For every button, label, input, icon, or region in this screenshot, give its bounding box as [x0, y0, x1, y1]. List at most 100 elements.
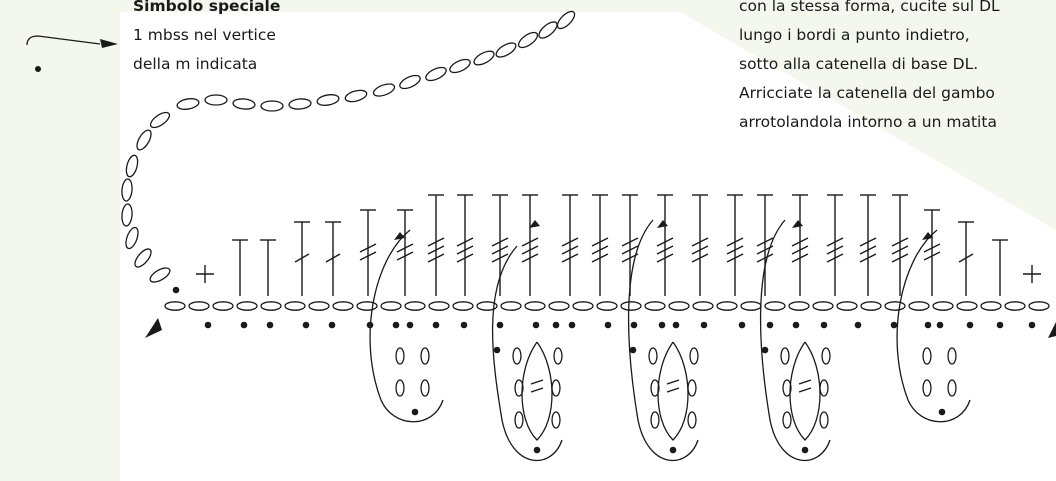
chain-stitch-symbol: [782, 411, 792, 429]
slip-stitch-symbol: [792, 321, 800, 329]
slip-stitch-symbol: [924, 321, 932, 329]
slip-stitch-symbol: [669, 446, 677, 454]
chain-stitch-symbol: [121, 203, 133, 227]
chain-stitch-symbol: [620, 301, 642, 311]
stitch-crossbar: [826, 253, 844, 263]
stitch-crossbar: [756, 253, 774, 263]
chain-stitch-symbol: [380, 301, 402, 311]
slip-stitch-symbol: [801, 446, 809, 454]
chain-stitch-symbol: [821, 347, 831, 365]
chain-stitch-symbol: [188, 301, 210, 311]
stitch-crossbar: [726, 253, 744, 263]
slip-stitch-symbol: [302, 321, 310, 329]
stitch-crossbar: [621, 237, 639, 247]
loop-arrowhead: [394, 232, 405, 240]
stitch-crossbar: [923, 251, 941, 261]
chain-stitch-symbol: [819, 379, 829, 397]
chain-stitch-symbol: [819, 411, 829, 429]
chain-stitch-symbol: [644, 301, 666, 311]
chain-stitch-symbol: [500, 301, 522, 311]
stitch-crossbar: [826, 237, 844, 247]
petal-loop-right: [896, 229, 971, 423]
petal-loop-center-3: [759, 219, 831, 462]
stitch-crossbar: [791, 237, 809, 247]
chain-stitch-symbol: [922, 347, 932, 365]
chain-stitch-symbol: [212, 301, 234, 311]
chain-stitch-symbol: [121, 178, 133, 202]
stitch-crossbar: [859, 237, 877, 247]
chain-stitch-symbol: [553, 347, 563, 365]
chain-stitch-symbol: [780, 347, 790, 365]
chain-stitch-symbol: [316, 94, 340, 106]
stitch-crossbar: [791, 253, 809, 263]
stitch-crossbar: [591, 245, 609, 255]
instructions-text: con la stessa forma, cucite sul DL lungo…: [739, 0, 1000, 137]
chain-stitch-symbol: [687, 411, 697, 429]
slip-stitch-symbol: [533, 446, 541, 454]
chain-stitch-symbol: [136, 129, 152, 151]
slip-stitch-symbol: [532, 321, 540, 329]
stitch-crossbar: [859, 245, 877, 255]
stitch-crossbar: [591, 237, 609, 247]
chain-stitch-symbol: [164, 301, 186, 311]
stitch-crossbar: [891, 253, 909, 263]
chain-stitch-symbol: [149, 267, 171, 283]
chain-stitch-symbol: [125, 154, 139, 178]
slip-stitch-symbol: [460, 321, 468, 329]
slip-stitch-symbol: [890, 321, 898, 329]
stitch-crossbar: [891, 237, 909, 247]
stitch-crossbar: [666, 387, 680, 393]
chain-stitch-symbol: [473, 50, 495, 66]
chain-stitch-symbol: [980, 301, 1002, 311]
stitch-crossbar: [791, 245, 809, 255]
stitch-crossbar: [656, 253, 674, 263]
special-symbol-arrow-line: [26, 35, 101, 46]
chain-stitch-symbol: [1028, 301, 1050, 311]
slip-stitch-symbol: [240, 321, 248, 329]
slip-stitch-symbol: [766, 321, 774, 329]
chain-stitch-symbol: [716, 301, 738, 311]
chain-stitch-symbol: [692, 301, 714, 311]
chain-stitch-symbol: [947, 379, 957, 397]
chain-stitch-symbol: [372, 83, 396, 97]
special-symbol-title: Simbolo speciale: [133, 0, 281, 15]
chain-stitch-symbol: [650, 411, 660, 429]
stitch-crossbar: [826, 245, 844, 255]
chain-stitch-symbol: [548, 301, 570, 311]
chain-stitch-symbol: [884, 301, 906, 311]
petal-inner-loop: [657, 341, 689, 441]
chain-stitch-symbol: [204, 94, 228, 106]
chain-stitch-symbol: [689, 347, 699, 365]
chain-stitch-symbol: [517, 31, 539, 49]
slip-stitch-symbol: [936, 321, 944, 329]
chain-stitch-symbol: [1004, 301, 1026, 311]
chain-stitch-symbol: [648, 347, 658, 365]
chain-stitch-symbol: [860, 301, 882, 311]
stitch-crossbar: [859, 253, 877, 263]
chain-stitch-symbol: [428, 301, 450, 311]
chain-stitch-symbol: [149, 111, 171, 129]
chain-stitch-symbol: [524, 301, 546, 311]
chain-stitch-symbol: [495, 42, 517, 58]
slip-stitch-symbol: [996, 321, 1004, 329]
chain-stitch-symbol: [551, 411, 561, 429]
stitch-crossbar: [456, 237, 474, 247]
instruction-line: Arricciate la catenella del gambo: [739, 84, 995, 102]
chain-stitch-symbol: [596, 301, 618, 311]
chain-stitch-symbol: [308, 301, 330, 311]
petal-loop-center-1: [491, 245, 563, 462]
chain-stitch-symbol: [668, 301, 690, 311]
chain-stitch-symbol: [420, 379, 430, 397]
chain-stitch-symbol: [572, 301, 594, 311]
stitch-crossbar: [325, 253, 341, 263]
slip-stitch-symbol: [552, 321, 560, 329]
chain-stitch-symbol: [788, 301, 810, 311]
slip-stitch-symbol: [738, 321, 746, 329]
chain-stitch-symbol: [556, 10, 576, 30]
chain-stitch-symbol: [908, 301, 930, 311]
chain-stitch-symbol: [232, 98, 256, 110]
stitch-crossbar: [427, 253, 445, 263]
stitch-crossbar: [530, 379, 544, 385]
slip-stitch-symbol: [700, 321, 708, 329]
